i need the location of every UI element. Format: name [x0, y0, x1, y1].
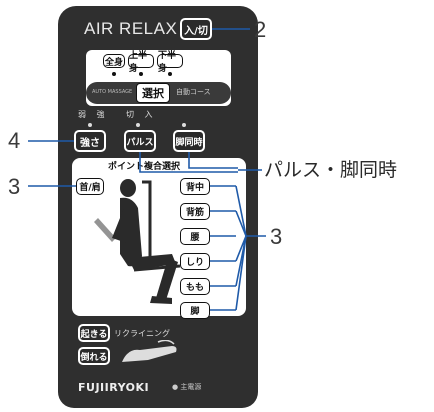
callout-pulse-leg: パルス・脚同時 [264, 161, 397, 180]
callout-neck: 3 [8, 176, 20, 198]
callout-body-parts: 3 [270, 226, 282, 248]
callout-power: 2 [254, 19, 266, 41]
callout-strength: 4 [8, 130, 20, 152]
